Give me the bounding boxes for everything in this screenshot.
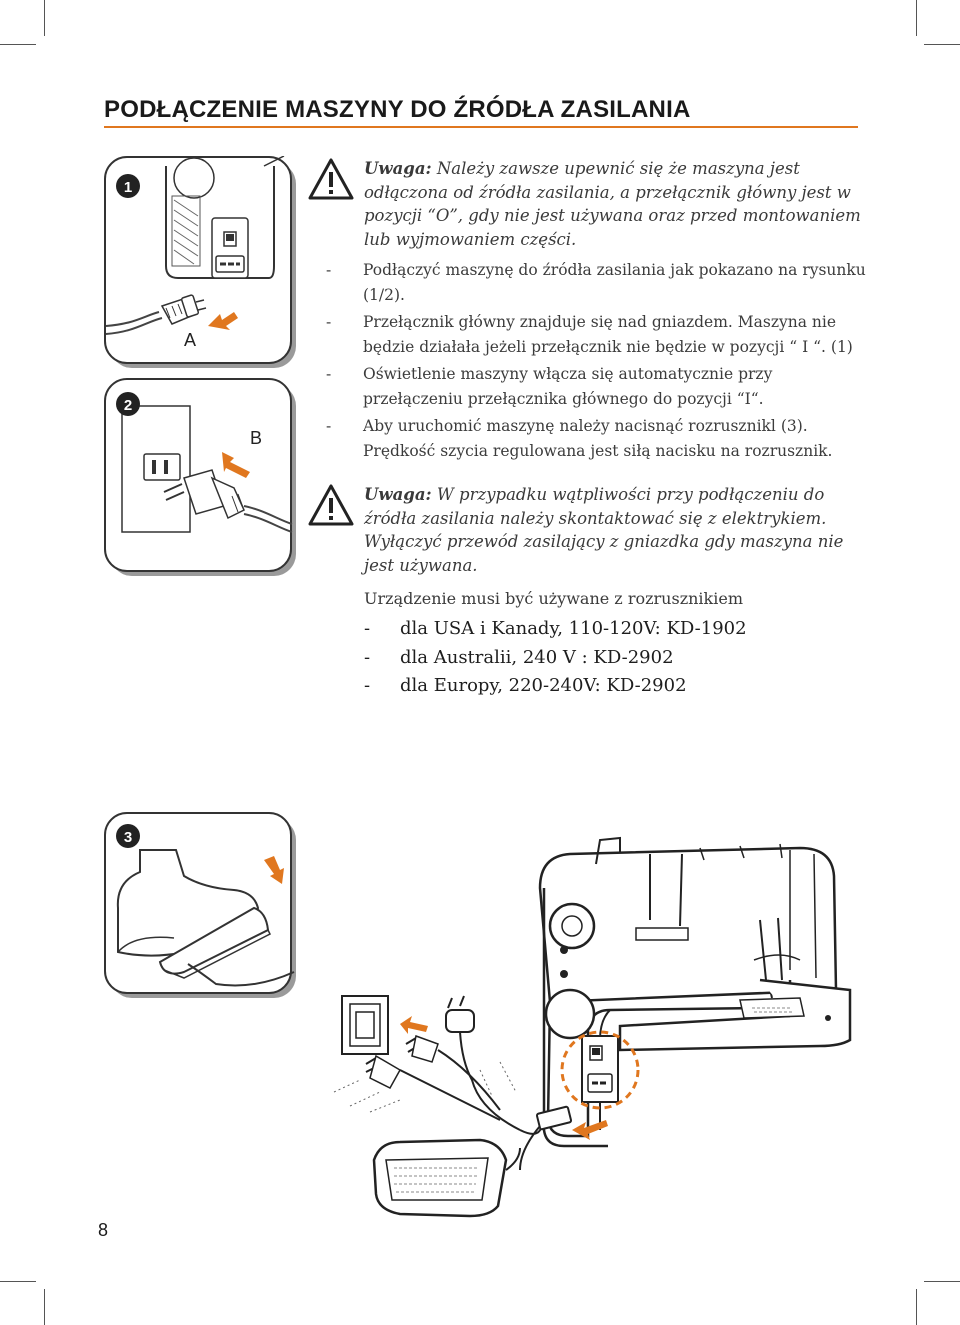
requirement-text: dla USA i Kanady, 110-120V: KD-1902 xyxy=(400,618,747,639)
panel-number-3: 3 xyxy=(124,829,132,846)
list-item: - Podłączyć maszynę do źródła zasilania j… xyxy=(326,258,866,307)
crop-mark xyxy=(924,44,960,45)
list-item: - Przełącznik główny znajduje się nad gni… xyxy=(326,310,866,359)
warning-note-1: Uwaga: Należy zawsze upewnić się że masz… xyxy=(364,157,864,251)
warning-text: Należy zawsze upewnić się że maszyna jes… xyxy=(364,159,861,249)
crop-mark xyxy=(44,0,45,36)
instruction-text: Podłączyć maszynę do źródła zasilania ja… xyxy=(363,261,866,304)
crop-mark xyxy=(924,1281,960,1282)
label-a: A xyxy=(184,330,196,350)
list-dash: - xyxy=(364,675,371,696)
instruction-text: Przełącznik główny znajduje się nad gnia… xyxy=(363,313,853,356)
list-dash: - xyxy=(364,618,371,639)
page-title: PODŁĄCZENIE MASZYNY DO ŹRÓDŁA ZASILANIA xyxy=(104,96,691,123)
sewing-machine-illustration xyxy=(320,830,860,1220)
instruction-list: - Podłączyć maszynę do źródła zasilania j… xyxy=(326,258,866,466)
page-number: 8 xyxy=(98,1220,109,1240)
list-item: - Aby uruchomić maszynę należy nacisnąć r… xyxy=(326,414,866,463)
requirements-list: - dla USA i Kanady, 110-120V: KD-1902 - dl… xyxy=(364,615,747,701)
warning-note-2: Uwaga: W przypadku wątpliwości przy podł… xyxy=(364,483,864,577)
figure-panel-3: 3 xyxy=(104,812,298,1000)
list-item: - dla USA i Kanady, 110-120V: KD-1902 xyxy=(364,615,747,644)
requirement-text: dla Australii, 240 V : KD-2902 xyxy=(400,646,674,668)
panel-number-1: 1 xyxy=(124,179,132,196)
list-dash: - xyxy=(326,365,332,383)
list-item: - dla Europy, 220-240V: KD-2902 xyxy=(364,672,747,701)
instruction-text: Oświetlenie maszyny włącza się automatyc… xyxy=(363,365,773,408)
list-dash: - xyxy=(326,417,332,435)
warning-lead: Uwaga: xyxy=(364,159,432,178)
list-dash: - xyxy=(326,313,332,331)
crop-mark xyxy=(0,1281,36,1282)
crop-mark xyxy=(44,1289,45,1325)
warning-icon xyxy=(308,158,354,204)
requirements-intro: Urządzenie musi być używane z rozrusznik… xyxy=(364,589,743,608)
list-dash: - xyxy=(364,646,371,668)
figure-panel-1: A 1 xyxy=(104,156,298,370)
crop-mark xyxy=(0,44,36,45)
crop-mark xyxy=(916,1289,917,1325)
figure-panel-2: B 2 xyxy=(104,378,298,578)
list-item: - Oświetlenie maszyny włącza się automaty… xyxy=(326,362,866,411)
warning-lead: Uwaga: xyxy=(364,485,432,504)
title-rule xyxy=(104,126,858,128)
list-item: - dla Australii, 240 V : KD-2902 xyxy=(364,644,747,673)
crop-mark xyxy=(916,0,917,36)
list-dash: - xyxy=(326,261,332,279)
panel-number-2: 2 xyxy=(124,397,132,414)
warning-icon xyxy=(308,484,354,530)
instruction-text: Aby uruchomić maszynę należy nacisnąć ro… xyxy=(363,417,833,460)
label-b: B xyxy=(250,428,262,448)
requirement-text: dla Europy, 220-240V: KD-2902 xyxy=(400,675,687,696)
warning-text: W przypadku wątpliwości przy podłączeniu… xyxy=(364,485,844,575)
